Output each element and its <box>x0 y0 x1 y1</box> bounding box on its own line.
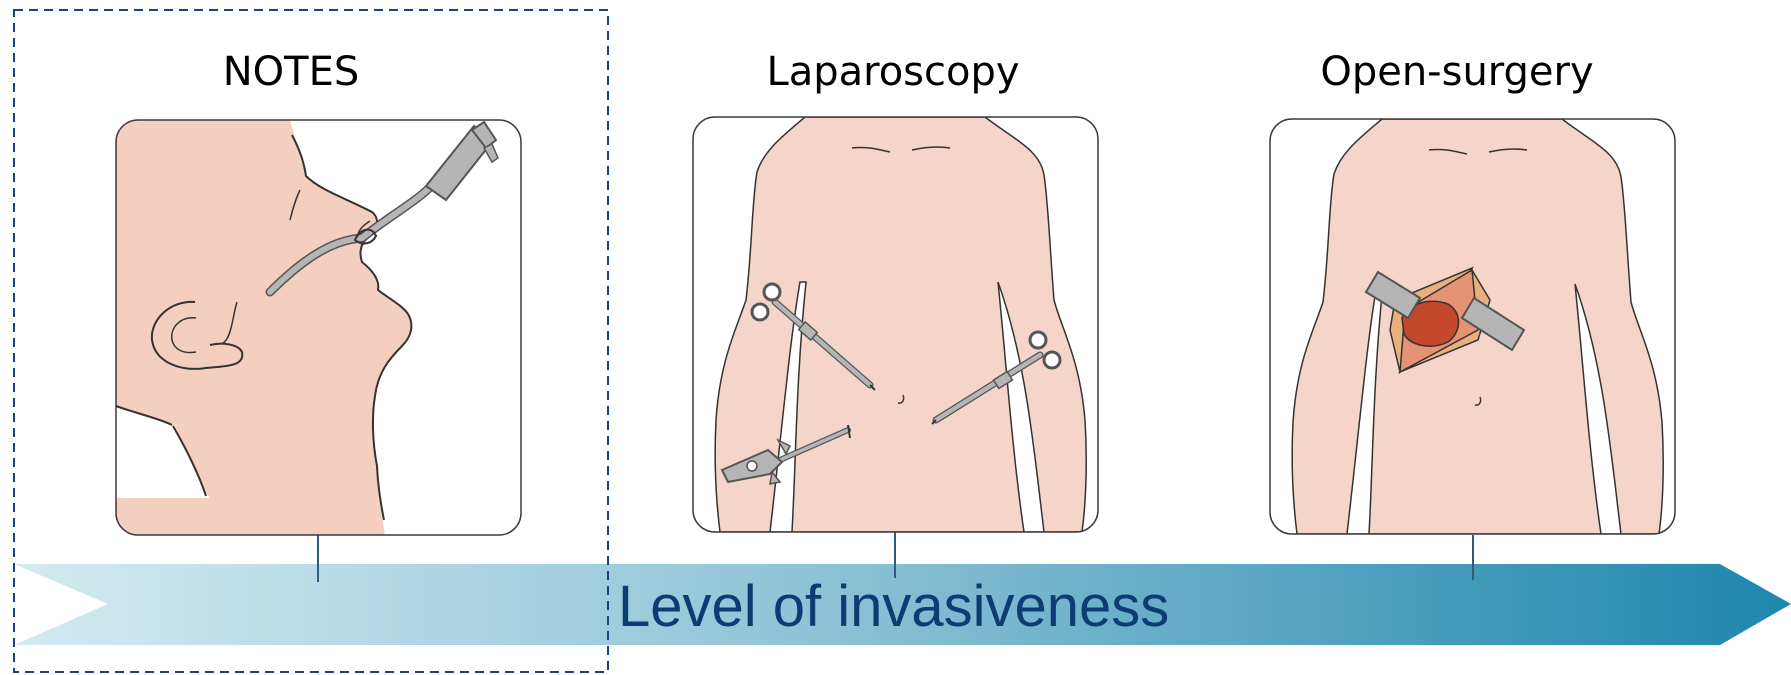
panel-open-surgery: Open-surgery <box>1270 49 1675 534</box>
torso-illustration-open-surgery <box>1270 119 1675 534</box>
arrow-label: Level of invasiveness <box>618 574 1169 639</box>
panel-title-laparoscopy: Laparoscopy <box>766 49 1019 95</box>
panel-title-open-surgery: Open-surgery <box>1320 49 1593 95</box>
invasiveness-arrow: Level of invasiveness <box>14 564 1791 645</box>
face-illustration <box>116 120 521 535</box>
torso-illustration-laparoscopy <box>693 117 1098 532</box>
panel-laparoscopy: Laparoscopy <box>693 49 1098 532</box>
panel-title-notes: NOTES <box>223 49 360 95</box>
panel-notes: NOTES <box>116 49 521 535</box>
